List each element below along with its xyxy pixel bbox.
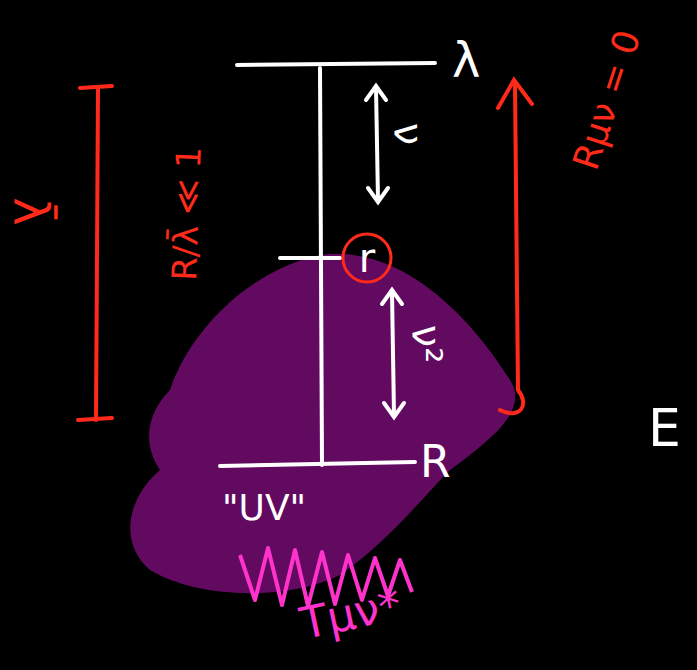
region-label: "UV" [222,488,306,528]
circled-variable: r [340,231,394,285]
variable-text: r [359,238,375,278]
bracket-label: λ̄ [4,197,57,225]
scale-symbol: R [420,438,451,486]
partial-text: E [648,400,681,457]
condition-label: R/λ̄ ≪ 1 [166,146,208,281]
equation-label: Rμν = 0 [566,25,648,174]
gap-label: ν² [405,325,449,363]
scale-symbol: λ [452,34,480,87]
gap-label: ν [387,123,431,145]
